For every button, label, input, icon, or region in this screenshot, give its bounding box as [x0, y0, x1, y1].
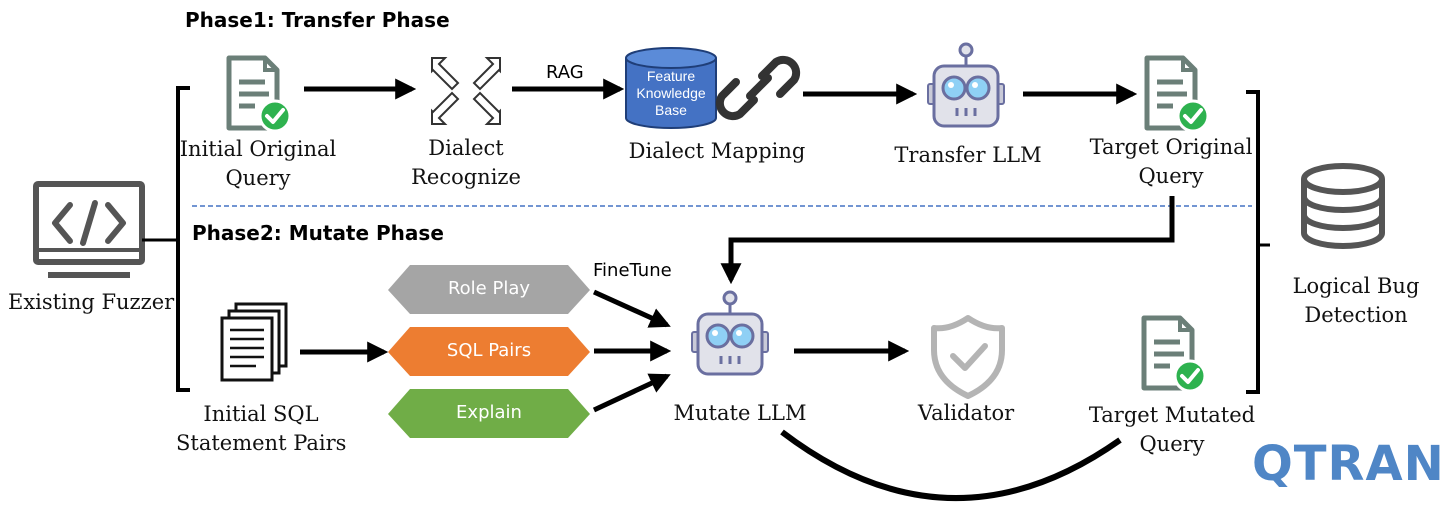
prompt-sql-pairs-label: SQL Pairs — [446, 340, 532, 361]
database-cylinder-icon — [625, 47, 717, 129]
dialect-mapping-label: Dialect Mapping — [628, 139, 806, 163]
prompt-hexagon — [388, 327, 590, 376]
shield-check-icon — [931, 315, 1005, 399]
finetune-label: FineTune — [593, 260, 672, 281]
mutate-llm-label: Mutate LLM — [673, 401, 807, 425]
prompt-explain-label: Explain — [456, 402, 522, 423]
document-check-icon — [1147, 58, 1208, 131]
link-chain-icon — [715, 55, 801, 121]
prompt-hexagon — [388, 389, 590, 438]
rag-label: RAG — [546, 62, 584, 83]
document-check-icon — [229, 58, 290, 131]
phase2-title: Phase2: Mutate Phase — [192, 221, 444, 245]
feedback-loop-curve — [780, 429, 1122, 501]
arrow-to-mutate-llm — [720, 196, 1175, 285]
arrow-explain — [592, 373, 671, 413]
right-bracket — [1246, 90, 1260, 394]
existing-fuzzer-label: Existing Fuzzer — [8, 290, 175, 314]
prompt-hexagon — [388, 265, 590, 314]
prompt-role-play-label: Role Play — [447, 278, 531, 299]
validator-label: Validator — [917, 401, 1015, 425]
robot-icon — [690, 290, 770, 376]
stacked-documents-icon — [220, 302, 288, 382]
document-check-icon — [1144, 318, 1205, 391]
robot-icon — [926, 42, 1006, 128]
transfer-llm-label: Transfer LLM — [894, 143, 1042, 167]
left-bracket — [176, 86, 190, 392]
code-monitor-icon — [33, 181, 145, 278]
database-stack-icon — [1301, 163, 1385, 249]
expand-arrows-icon — [431, 57, 501, 125]
brand-logo-text: QTRAN — [1252, 436, 1445, 492]
arrow-role-play — [592, 289, 671, 328]
phase1-title: Phase1: Transfer Phase — [185, 8, 450, 32]
